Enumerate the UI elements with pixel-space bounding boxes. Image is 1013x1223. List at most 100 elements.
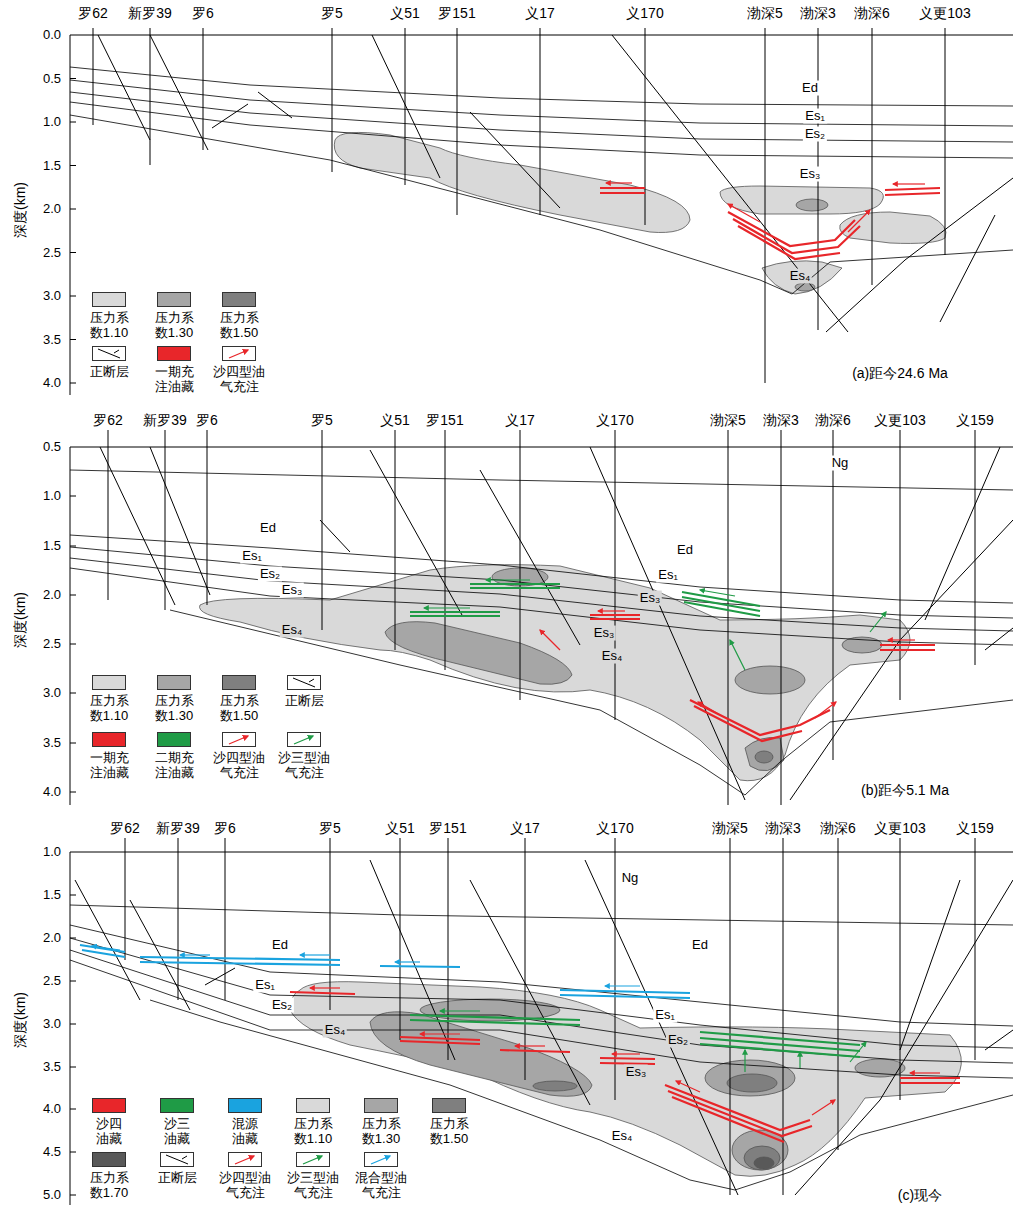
section-label: Ed <box>270 938 290 953</box>
legend-text: 沙三油藏 <box>164 1116 190 1146</box>
label-anchor: 义159 <box>954 412 995 428</box>
label-anchor: 2.0 <box>41 202 63 217</box>
legend-text: 压力系数1.10 <box>90 693 129 723</box>
section-label: 新罗39 <box>141 412 189 428</box>
legend-text: 混源油藏 <box>232 1116 258 1146</box>
label-anchor: Es₁ <box>253 978 277 993</box>
label-anchor: 义170 <box>624 5 665 21</box>
label-anchor: 罗5 <box>309 412 335 428</box>
symbol-frame <box>223 347 256 361</box>
label-anchor: (a)距今24.6 Ma <box>850 365 950 381</box>
depth-tick: 4.5 <box>41 1145 63 1160</box>
legend-anchor: 压力系数1.30 <box>153 310 195 340</box>
section-label: 义170 <box>594 820 635 836</box>
label-anchor: 义更103 <box>872 820 927 836</box>
section-label: Es₃ <box>638 591 662 606</box>
charge-arrow <box>440 1010 480 1011</box>
depth-tick: 1.5 <box>41 539 63 554</box>
label-anchor: Ed <box>690 938 710 953</box>
label-anchor: 渤深6 <box>813 412 853 428</box>
label-anchor: 渤深3 <box>763 820 803 836</box>
depth-tick: 2.0 <box>41 588 63 603</box>
label-anchor: Es₁ <box>653 1008 677 1023</box>
label-anchor: 罗62 <box>76 5 110 21</box>
pressure-zone <box>727 1074 777 1092</box>
legend-text: 压力系数1.50 <box>220 310 259 340</box>
section-label: 罗6 <box>194 412 220 428</box>
legend-text: 沙四型油气充注 <box>213 750 265 780</box>
legend-text: 压力系数1.30 <box>155 693 194 723</box>
oil-reservoir <box>600 188 940 259</box>
section-label: 义更103 <box>872 412 927 428</box>
section-label: Ed <box>690 938 710 953</box>
charge-arrow <box>888 639 915 640</box>
label-anchor: Ed <box>270 938 290 953</box>
legend-anchor: 正断层 <box>88 364 130 379</box>
label-anchor: 渤深6 <box>852 5 892 21</box>
arrow-symbol <box>364 1152 398 1167</box>
section-label: 罗62 <box>91 412 125 428</box>
legend-text: 一期充注油藏 <box>155 364 194 394</box>
panel-b <box>70 430 1013 805</box>
section-label: Es₃ <box>798 167 822 182</box>
depth-tick: 0.5 <box>41 440 63 455</box>
label-anchor: 2.0 <box>41 931 63 946</box>
horizon-lines <box>70 905 1013 1190</box>
section-label: Es₂ <box>258 567 282 582</box>
depth-tick: 3.5 <box>41 1060 63 1075</box>
fault-line <box>293 678 315 687</box>
charge-arrow <box>698 702 720 715</box>
section-label: (a)距今24.6 Ma <box>850 365 950 381</box>
label-anchor: 4.5 <box>41 1145 63 1160</box>
depth-axis <box>70 35 1013 395</box>
section-label: 罗62 <box>76 5 110 21</box>
label-anchor: 渤深5 <box>708 412 748 428</box>
depth-tick: 2.0 <box>41 202 63 217</box>
section-label: 罗151 <box>436 5 477 21</box>
label-anchor: 新罗39 <box>126 5 174 21</box>
label-anchor: Ed <box>675 543 695 558</box>
section-label: (c)现今 <box>896 1187 944 1203</box>
section-label: 罗62 <box>108 820 142 836</box>
legend-text: 沙四油藏 <box>96 1116 122 1146</box>
label-anchor: 深度(km) <box>12 180 28 240</box>
legend-text: 压力系数1.50 <box>220 693 259 723</box>
charge-arrow <box>294 736 313 744</box>
well-lines <box>93 28 945 383</box>
section-label: 渤深3 <box>763 820 803 836</box>
label-anchor: 义159 <box>954 820 995 836</box>
label-anchor: 0.5 <box>41 440 63 455</box>
symbol-frame <box>223 733 256 747</box>
section-label: 罗5 <box>319 5 345 21</box>
charge-arrow <box>303 1156 322 1164</box>
label-anchor: 罗6 <box>190 5 216 21</box>
charge-arrow <box>744 1050 745 1072</box>
axis-title: 深度(km) <box>12 180 28 240</box>
legend-swatch <box>222 292 256 307</box>
depth-tick: 4.0 <box>41 376 63 391</box>
label-anchor: 2.0 <box>41 588 63 603</box>
section-label: 义51 <box>388 5 422 21</box>
pressure-zone <box>762 261 842 294</box>
charge-arrow <box>180 954 210 955</box>
label-anchor: 渤深5 <box>710 820 750 836</box>
charge-arrow <box>300 954 330 955</box>
label-anchor: 义更103 <box>872 412 927 428</box>
legend-anchor: 二期充注油藏 <box>153 750 195 780</box>
section-label: Ng <box>830 456 851 471</box>
label-anchor: 0.0 <box>41 28 63 43</box>
charge-arrow <box>848 210 870 232</box>
pressure-zone <box>840 212 946 243</box>
section-label: Ed <box>800 81 820 96</box>
charge-arrow <box>612 1053 640 1054</box>
pressure-zone <box>735 666 805 694</box>
symbol-frame <box>288 676 321 690</box>
label-anchor: 1.5 <box>41 888 63 903</box>
label-anchor: 3.5 <box>41 1060 63 1075</box>
charge-arrow <box>486 579 530 580</box>
fault-symbol <box>160 1152 194 1167</box>
pressure-zone <box>796 199 828 211</box>
section-label: 渤深6 <box>818 820 858 836</box>
legend-anchor: 压力系数1.10 <box>88 310 130 340</box>
